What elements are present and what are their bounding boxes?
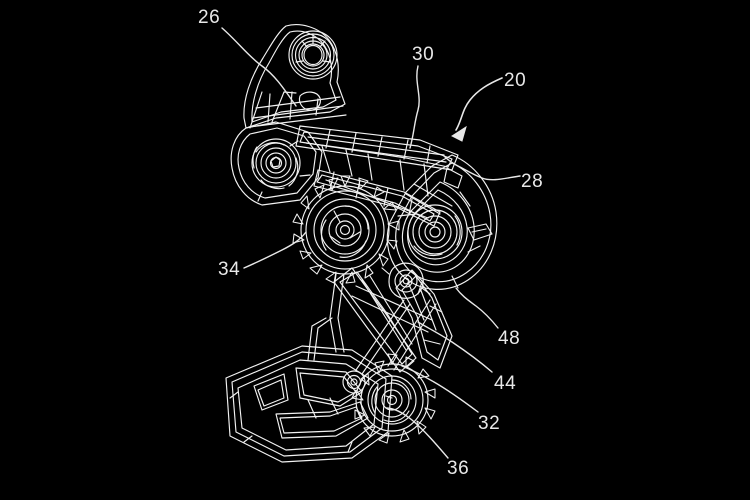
leader-44 bbox=[417, 321, 493, 373]
cage-stop bbox=[381, 262, 431, 299]
ref-label-26: 26 bbox=[198, 7, 221, 28]
leader-30 bbox=[409, 65, 420, 149]
ref-label-44: 44 bbox=[494, 373, 517, 394]
lower-cage-body bbox=[225, 345, 393, 463]
ref-label-20: 20 bbox=[504, 70, 527, 91]
ref-label-28: 28 bbox=[521, 171, 544, 192]
b-knuckle-lower-housing bbox=[230, 121, 323, 206]
ref-label-36: 36 bbox=[447, 458, 470, 479]
callout-arrow-20 bbox=[450, 77, 503, 142]
ref-label-34: 34 bbox=[218, 259, 241, 280]
cable-anchor bbox=[467, 223, 493, 241]
b-knuckle bbox=[243, 24, 347, 129]
leader-28 bbox=[443, 155, 521, 181]
ref-label-48: 48 bbox=[498, 328, 521, 349]
outer-link bbox=[295, 125, 459, 171]
leader-36 bbox=[385, 407, 449, 459]
link-webs bbox=[321, 145, 429, 197]
ref-label-30: 30 bbox=[412, 44, 435, 65]
ref-label-32: 32 bbox=[478, 413, 501, 434]
p-knuckle-clutch-body bbox=[386, 154, 498, 295]
linkage-struts bbox=[307, 273, 437, 375]
leader-26 bbox=[221, 27, 297, 107]
leader-32 bbox=[401, 365, 479, 413]
leader-48 bbox=[455, 287, 499, 329]
leader-lines bbox=[221, 27, 521, 459]
leader-34 bbox=[243, 231, 307, 269]
derailleur-geometry bbox=[225, 24, 498, 463]
